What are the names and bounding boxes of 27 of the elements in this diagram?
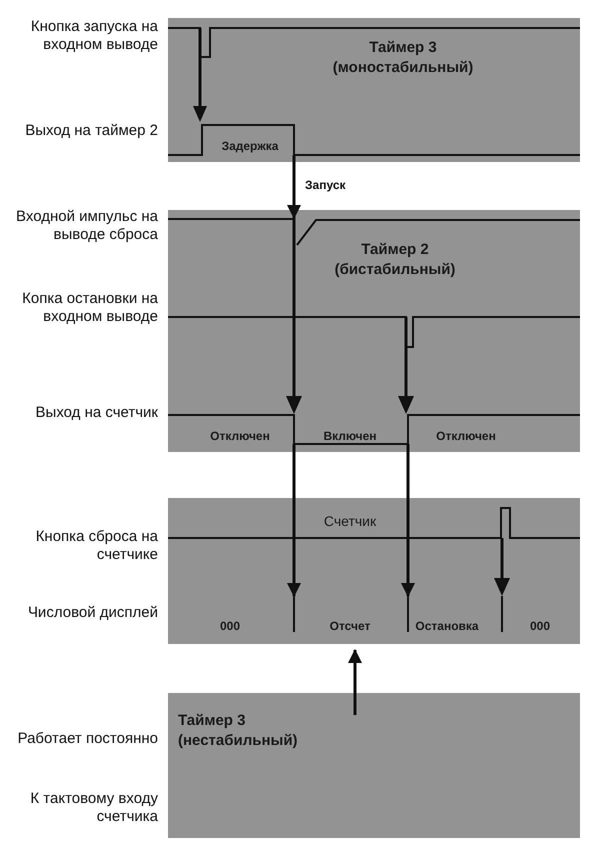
state-label: Отключен [436, 429, 496, 443]
signal-label: Копка остановки на входном выводе [21, 290, 158, 326]
arrow [287, 155, 301, 219]
signal-label: Входной импульс на выводе сброса [15, 208, 158, 244]
timer-panel [168, 693, 580, 838]
state-label: Включен [323, 429, 377, 443]
state-label: 000 [220, 619, 240, 633]
state-label: Задержка [222, 139, 278, 153]
state-label: Отсчет [330, 619, 370, 633]
state-label: 000 [530, 619, 550, 633]
state-label: Остановка [415, 619, 479, 633]
edge-label: Запуск [303, 178, 348, 192]
panel-title: Таймер 2 (бистабильный) [334, 240, 456, 280]
panel-title: Таймер 3 (моностабильный) [332, 38, 474, 78]
arrow [348, 649, 362, 715]
arrow [401, 444, 415, 597]
signal-label: Числовой дисплей [26, 604, 158, 622]
panel-title: Таймер 3 (нестабильный) [178, 711, 299, 751]
signal-label: К тактовому входу счетчика [29, 790, 158, 826]
signal-label: Кнопка сброса на счетчике [34, 528, 158, 564]
signal-label: Выход на таймер 2 [24, 122, 158, 140]
arrow [287, 444, 301, 597]
signal-label: Работает постоянно [16, 730, 158, 748]
signal-label: Кнопка запуска на входном выводе [30, 18, 158, 54]
signal-label: Выход на счетчик [34, 404, 158, 422]
state-label: Отключен [210, 429, 270, 443]
state-label: Счетчик [324, 514, 376, 528]
